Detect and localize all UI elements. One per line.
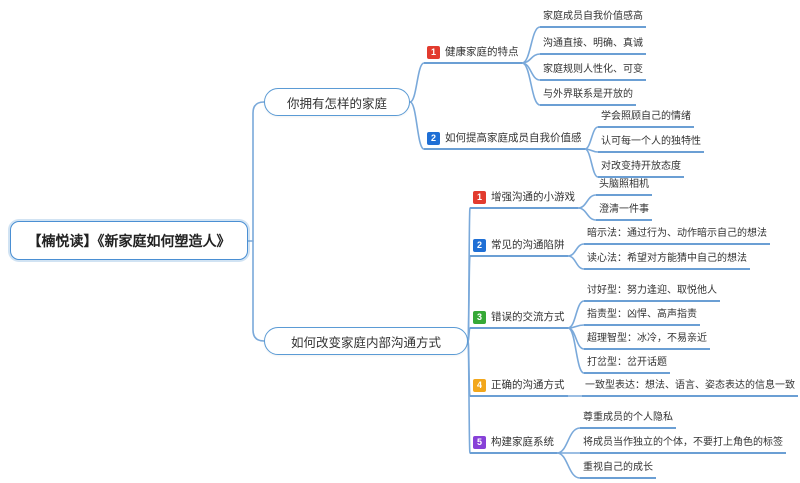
leaf-label: 尊重成员的个人隐私 bbox=[583, 412, 673, 423]
branch-topic-label: 如何改变家庭内部沟通方式 bbox=[290, 335, 441, 350]
leaf-topic[interactable]: 尊重成员的个人隐私 bbox=[580, 410, 676, 429]
leaf-topic[interactable]: 认可每一个人的独特性 bbox=[598, 134, 704, 153]
leaf-label: 将成员当作独立的个体，不要打上角色的标签 bbox=[583, 437, 783, 448]
branch-topic-family[interactable]: 你拥有怎样的家庭 bbox=[264, 88, 410, 116]
leaf-label: 对改变持开放态度 bbox=[601, 161, 681, 172]
leaf-topic[interactable]: 沟通直接、明确、真诚 bbox=[540, 36, 646, 55]
leaf-label: 与外界联系是开放的 bbox=[543, 89, 633, 100]
leaf-label: 讨好型：努力逢迎、取悦他人 bbox=[587, 285, 717, 296]
branch-topic-label: 你拥有怎样的家庭 bbox=[286, 96, 387, 111]
leaf-label: 沟通直接、明确、真诚 bbox=[543, 38, 643, 49]
subtopic-healthy-family[interactable]: 1 健康家庭的特点 bbox=[424, 45, 522, 64]
number-badge-icon: 2 bbox=[473, 239, 486, 252]
root-topic[interactable]: 【楠悦读】《新家庭如何塑造人》 bbox=[10, 221, 248, 260]
leaf-topic[interactable]: 头脑照相机 bbox=[596, 177, 652, 196]
subtopic-label: 正确的沟通方式 bbox=[491, 379, 565, 391]
leaf-label: 超理智型：冰冷，不易亲近 bbox=[587, 333, 707, 344]
leaf-label: 一致型表达：想法、语言、姿态表达的信息一致 bbox=[585, 380, 795, 391]
subtopic-correct-style[interactable]: 4 正确的沟通方式 bbox=[470, 378, 568, 397]
subtopic-raise-self-worth[interactable]: 2 如何提高家庭成员自我价值感 bbox=[424, 131, 585, 150]
leaf-label: 家庭成员自我价值感高 bbox=[543, 11, 643, 22]
subtopic-communication-traps[interactable]: 2 常见的沟通陷阱 bbox=[470, 238, 568, 257]
leaf-topic[interactable]: 对改变持开放态度 bbox=[598, 159, 684, 178]
leaf-topic[interactable]: 家庭成员自我价值感高 bbox=[540, 9, 646, 28]
leaf-label: 暗示法：通过行为、动作暗示自己的想法 bbox=[587, 228, 767, 239]
subtopic-communication-games[interactable]: 1 增强沟通的小游戏 bbox=[470, 190, 578, 209]
leaf-label: 打岔型：岔开话题 bbox=[587, 357, 667, 368]
leaf-label: 学会照顾自己的情绪 bbox=[601, 111, 691, 122]
subtopic-label: 常见的沟通陷阱 bbox=[491, 239, 565, 251]
branch-topic-communication[interactable]: 如何改变家庭内部沟通方式 bbox=[264, 327, 468, 355]
leaf-topic[interactable]: 超理智型：冰冷，不易亲近 bbox=[584, 331, 710, 350]
leaf-topic[interactable]: 读心法：希望对方能猜中自己的想法 bbox=[584, 251, 750, 270]
leaf-topic[interactable]: 一致型表达：想法、语言、姿态表达的信息一致 bbox=[582, 378, 798, 397]
leaf-label: 指责型：凶悍、高声指责 bbox=[587, 309, 697, 320]
leaf-topic[interactable]: 讨好型：努力逢迎、取悦他人 bbox=[584, 283, 720, 302]
subtopic-label: 增强沟通的小游戏 bbox=[491, 191, 575, 203]
leaf-label: 读心法：希望对方能猜中自己的想法 bbox=[587, 253, 747, 264]
number-badge-icon: 5 bbox=[473, 436, 486, 449]
leaf-topic[interactable]: 暗示法：通过行为、动作暗示自己的想法 bbox=[584, 226, 770, 245]
leaf-label: 头脑照相机 bbox=[599, 179, 649, 190]
leaf-topic[interactable]: 家庭规则人性化、可变 bbox=[540, 62, 646, 81]
leaf-label: 澄清一件事 bbox=[599, 204, 649, 215]
subtopic-family-system[interactable]: 5 构建家庭系统 bbox=[470, 435, 557, 454]
subtopic-label: 健康家庭的特点 bbox=[445, 46, 519, 58]
leaf-label: 家庭规则人性化、可变 bbox=[543, 64, 643, 75]
subtopic-label: 构建家庭系统 bbox=[491, 436, 554, 448]
leaf-topic[interactable]: 澄清一件事 bbox=[596, 202, 652, 221]
subtopic-label: 错误的交流方式 bbox=[491, 311, 565, 323]
leaf-topic[interactable]: 打岔型：岔开话题 bbox=[584, 355, 670, 374]
number-badge-icon: 1 bbox=[473, 191, 486, 204]
number-badge-icon: 4 bbox=[473, 379, 486, 392]
root-topic-label: 【楠悦读】《新家庭如何塑造人》 bbox=[27, 232, 231, 249]
number-badge-icon: 1 bbox=[427, 46, 440, 59]
leaf-label: 重视自己的成长 bbox=[583, 462, 653, 473]
leaf-topic[interactable]: 学会照顾自己的情绪 bbox=[598, 109, 694, 128]
number-badge-icon: 3 bbox=[473, 311, 486, 324]
leaf-topic[interactable]: 指责型：凶悍、高声指责 bbox=[584, 307, 700, 326]
leaf-label: 认可每一个人的独特性 bbox=[601, 136, 701, 147]
number-badge-icon: 2 bbox=[427, 132, 440, 145]
subtopic-wrong-styles[interactable]: 3 错误的交流方式 bbox=[470, 310, 568, 329]
subtopic-label: 如何提高家庭成员自我价值感 bbox=[445, 132, 582, 144]
leaf-topic[interactable]: 将成员当作独立的个体，不要打上角色的标签 bbox=[580, 435, 786, 454]
leaf-topic[interactable]: 重视自己的成长 bbox=[580, 460, 656, 479]
leaf-topic[interactable]: 与外界联系是开放的 bbox=[540, 87, 636, 106]
